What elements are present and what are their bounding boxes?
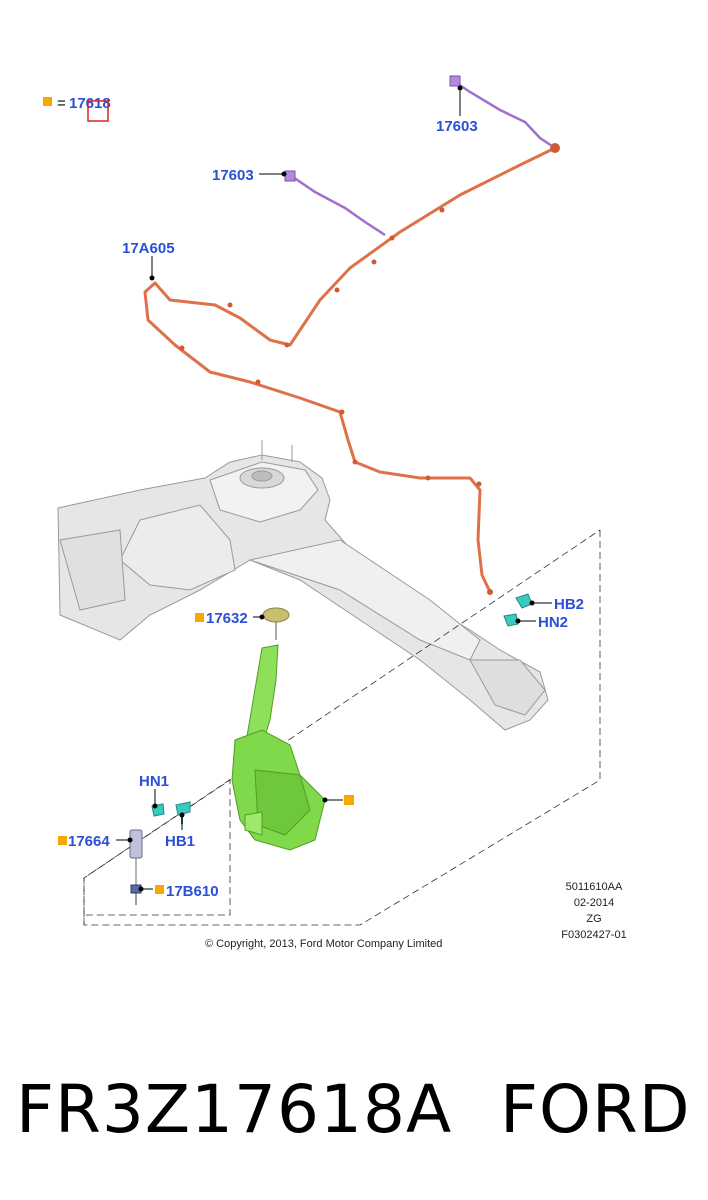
highlight-marker-icon xyxy=(195,613,204,622)
svg-text:HN1: HN1 xyxy=(139,773,169,790)
nozzle-mid-icon xyxy=(284,170,296,182)
clip-hn2-icon xyxy=(503,613,519,627)
washer-reservoir xyxy=(231,644,326,851)
part-number: FR3Z17618A xyxy=(16,1071,453,1148)
nozzle-hose-mid xyxy=(289,173,386,237)
pump-highlight-marker-icon xyxy=(58,836,67,845)
washer-hose-17a605 xyxy=(143,146,556,593)
svg-text:02-2014: 02-2014 xyxy=(574,897,614,909)
nozzle-top-icon xyxy=(449,75,461,87)
callout-17603-mid: 17603 xyxy=(212,167,287,184)
svg-text:17B610: 17B610 xyxy=(166,883,219,900)
callout-17b610: 17B610 xyxy=(138,883,219,900)
caption: FR3Z17618A FORD xyxy=(0,1060,708,1160)
body-rail-structure xyxy=(57,440,549,731)
nozzle-hose-top xyxy=(451,78,553,148)
callout-reservoir xyxy=(322,795,354,805)
washer-pump xyxy=(129,829,143,885)
reservoir-cap xyxy=(262,607,290,640)
reservoir-highlight-marker-icon xyxy=(344,795,354,805)
connector-highlight-marker-icon xyxy=(155,885,164,894)
legend: = 17618 xyxy=(43,95,111,122)
callout-hb2: HB2 xyxy=(529,596,584,613)
legend-equals: = xyxy=(57,95,66,112)
svg-text:5011610AA: 5011610AA xyxy=(566,881,623,893)
svg-text:17603: 17603 xyxy=(212,167,254,184)
svg-text:HB2: HB2 xyxy=(554,596,584,613)
legend-code: 17618 xyxy=(69,95,111,112)
svg-text:17632: 17632 xyxy=(206,610,248,627)
svg-text:17A605: 17A605 xyxy=(122,240,175,257)
callout-17632: 17632 xyxy=(195,610,265,627)
hose-clips xyxy=(179,143,560,595)
callout-17a605: 17A605 xyxy=(122,240,175,281)
legend-highlight-box xyxy=(87,100,109,122)
brand-name: FORD xyxy=(500,1071,691,1148)
exploded-view-frame xyxy=(83,529,601,926)
svg-text:17603: 17603 xyxy=(436,118,478,135)
callout-hb1: HB1 xyxy=(165,812,195,850)
callout-17603-top: 17603 xyxy=(436,85,478,135)
drawing-info: 5011610AA 02-2014 ZG F0302427-01 xyxy=(561,881,626,941)
svg-text:HB1: HB1 xyxy=(165,833,195,850)
callout-17664: 17664 xyxy=(58,833,133,850)
svg-text:HN2: HN2 xyxy=(538,614,568,631)
copyright-text: © Copyright, 2013, Ford Motor Company Li… xyxy=(205,938,442,950)
legend-marker-icon xyxy=(43,97,52,106)
svg-text:ZG: ZG xyxy=(586,913,601,925)
svg-text:F0302427-01: F0302427-01 xyxy=(561,929,626,941)
parts-diagram: = 17618 xyxy=(43,75,627,950)
svg-text:17664: 17664 xyxy=(68,833,110,850)
clip-hb2-icon xyxy=(515,593,533,609)
callout-hn2: HN2 xyxy=(515,614,568,631)
callout-hn1: HN1 xyxy=(139,773,169,809)
